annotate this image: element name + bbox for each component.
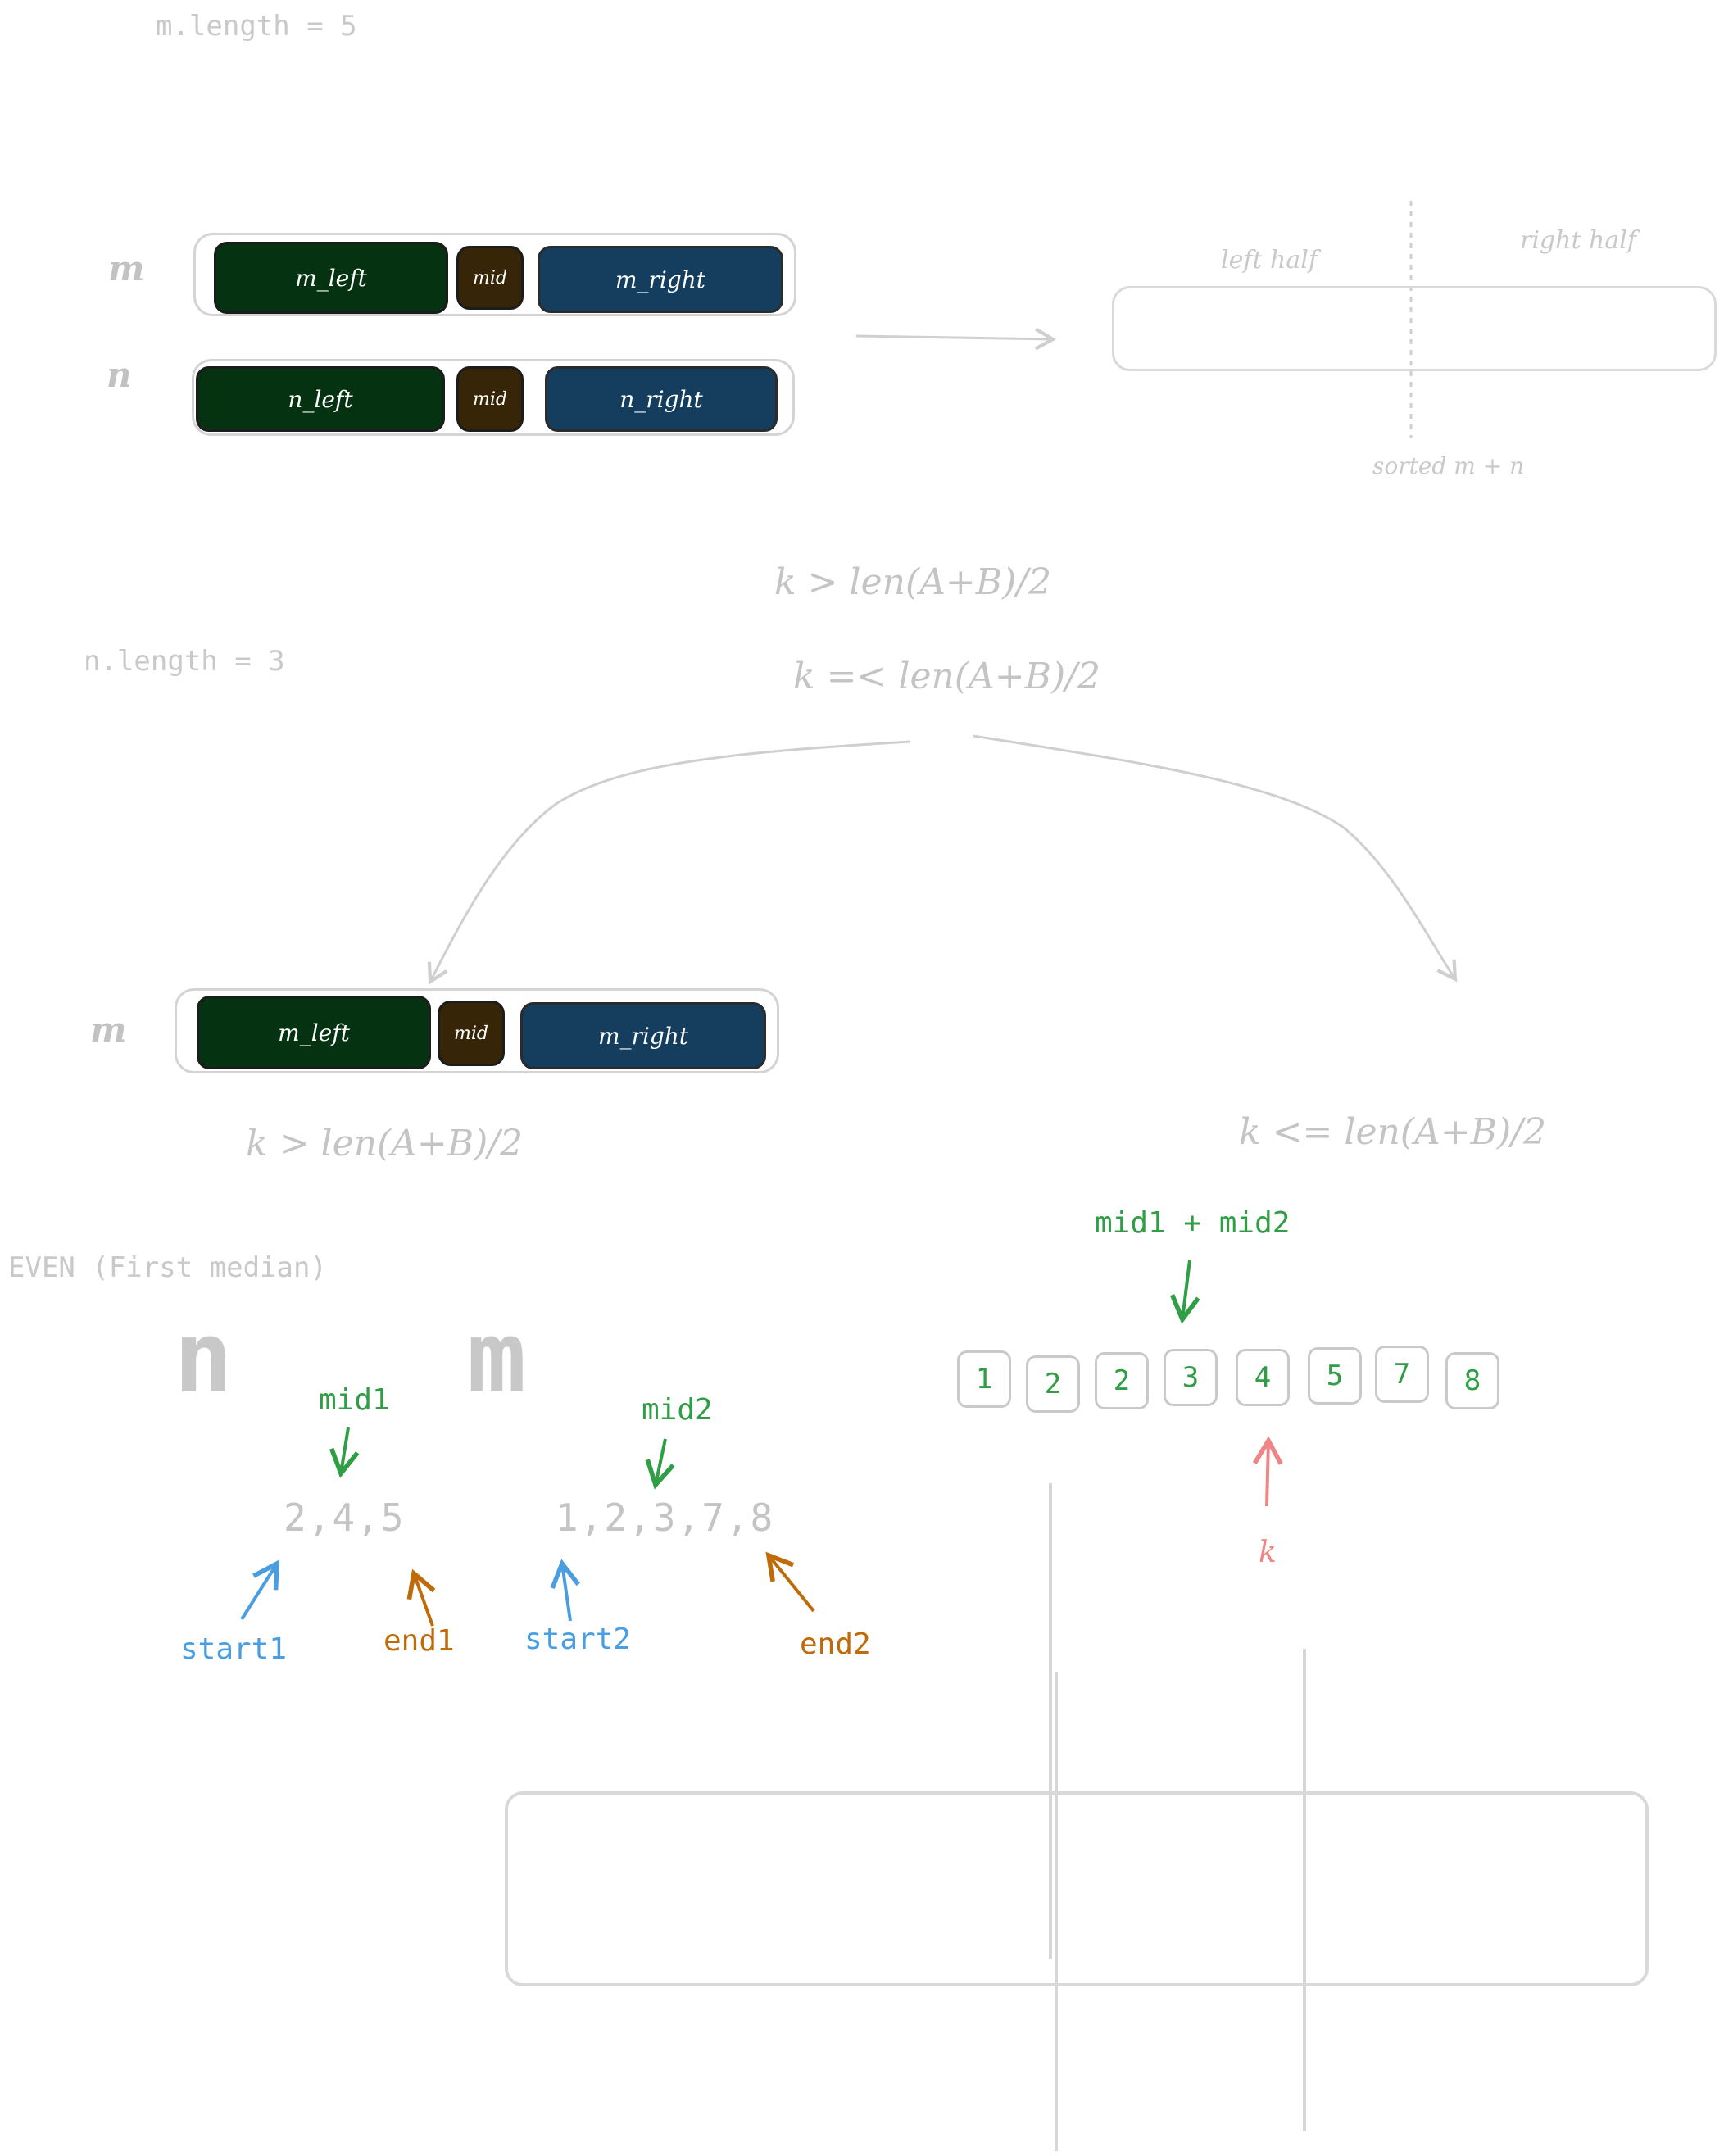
n-left-label: n_left bbox=[288, 385, 353, 413]
lower-m-left-label: m_left bbox=[278, 1019, 350, 1046]
sum-arrow bbox=[1170, 1260, 1200, 1324]
n-right-label: n_right bbox=[619, 385, 703, 413]
lower-m-mid-label: mid bbox=[454, 1023, 488, 1044]
big-m-label: m bbox=[467, 1301, 527, 1415]
m-left-block: m_left bbox=[214, 242, 448, 314]
m-length-note: m.length = 5 bbox=[156, 10, 357, 43]
condition-right: k <= len(A+B)/2 bbox=[1239, 1111, 1546, 1153]
big-n-label: n bbox=[174, 1301, 234, 1415]
mid2-arrow bbox=[645, 1438, 675, 1490]
sorted-caption: sorted m + n bbox=[1372, 452, 1525, 479]
merged-cell: 2 bbox=[1026, 1355, 1080, 1413]
m-row-label: m bbox=[108, 248, 145, 288]
merged-cell: 4 bbox=[1236, 1349, 1290, 1406]
mid2-label: mid2 bbox=[642, 1393, 713, 1427]
merged-cell: 5 bbox=[1308, 1347, 1362, 1405]
m-mid-label: mid bbox=[473, 267, 507, 288]
n-row-label: n bbox=[107, 355, 132, 395]
n-mid-label: mid bbox=[473, 388, 507, 410]
branch-right-arrow bbox=[973, 734, 1458, 983]
right-half-label: right half bbox=[1520, 226, 1636, 255]
mid1-arrow bbox=[329, 1427, 360, 1478]
n-left-block: n_left bbox=[196, 366, 445, 432]
n-mid-block: mid bbox=[456, 366, 524, 432]
condition-left: k > len(A+B)/2 bbox=[246, 1123, 524, 1164]
k-label: k bbox=[1259, 1536, 1277, 1569]
array-n-values: 2,4,5 bbox=[284, 1496, 406, 1540]
end1-arrow bbox=[406, 1568, 436, 1627]
condition-top-1: k > len(A+B)/2 bbox=[774, 561, 1052, 603]
left-half-label: left half bbox=[1221, 246, 1318, 275]
sorted-box bbox=[1112, 286, 1717, 371]
end2-arrow bbox=[765, 1551, 815, 1613]
lower-m-mid-block: mid bbox=[438, 1001, 505, 1066]
n-right-block: n_right bbox=[545, 366, 778, 432]
lower-m-row-label: m bbox=[90, 1010, 127, 1050]
start2-arrow bbox=[550, 1559, 581, 1622]
k-arrow bbox=[1252, 1436, 1283, 1507]
branch-left-arrow bbox=[427, 740, 910, 985]
lower-m-array-container: m_left mid m_right bbox=[175, 988, 779, 1073]
merged-cell: 1 bbox=[957, 1350, 1011, 1408]
lower-m-right-block: m_right bbox=[520, 1002, 766, 1069]
end1-label: end1 bbox=[383, 1624, 455, 1658]
even-note: EVEN (First median) bbox=[8, 1251, 327, 1284]
m-array-container: m_left mid m_right bbox=[193, 233, 796, 316]
m-left-label: m_left bbox=[295, 264, 367, 292]
n-length-note: n.length = 3 bbox=[84, 645, 285, 678]
end2-label: end2 bbox=[800, 1627, 871, 1661]
mid1-label: mid1 bbox=[319, 1383, 390, 1417]
bottom-box bbox=[505, 1791, 1649, 1986]
start1-arrow bbox=[240, 1559, 280, 1621]
m-right-block: m_right bbox=[538, 246, 783, 313]
m-mid-block: mid bbox=[456, 246, 524, 310]
merged-cell: 2 bbox=[1095, 1352, 1149, 1409]
merged-cell: 7 bbox=[1375, 1346, 1429, 1403]
lower-m-right-label: m_right bbox=[597, 1022, 689, 1050]
merged-cell: 8 bbox=[1445, 1352, 1499, 1409]
lower-m-left-block: m_left bbox=[197, 996, 431, 1069]
merge-arrow bbox=[855, 327, 1057, 351]
array-m-values: 1,2,3,7,8 bbox=[556, 1496, 775, 1540]
start1-label: start1 bbox=[180, 1632, 288, 1666]
merged-cell: 3 bbox=[1164, 1349, 1218, 1406]
n-array-container: n_left mid n_right bbox=[192, 359, 795, 436]
m-right-label: m_right bbox=[615, 266, 706, 293]
start2-label: start2 bbox=[524, 1623, 632, 1656]
mid-sum-label: mid1 + mid2 bbox=[1095, 1206, 1291, 1240]
condition-top-2: k =< len(A+B)/2 bbox=[793, 656, 1100, 697]
